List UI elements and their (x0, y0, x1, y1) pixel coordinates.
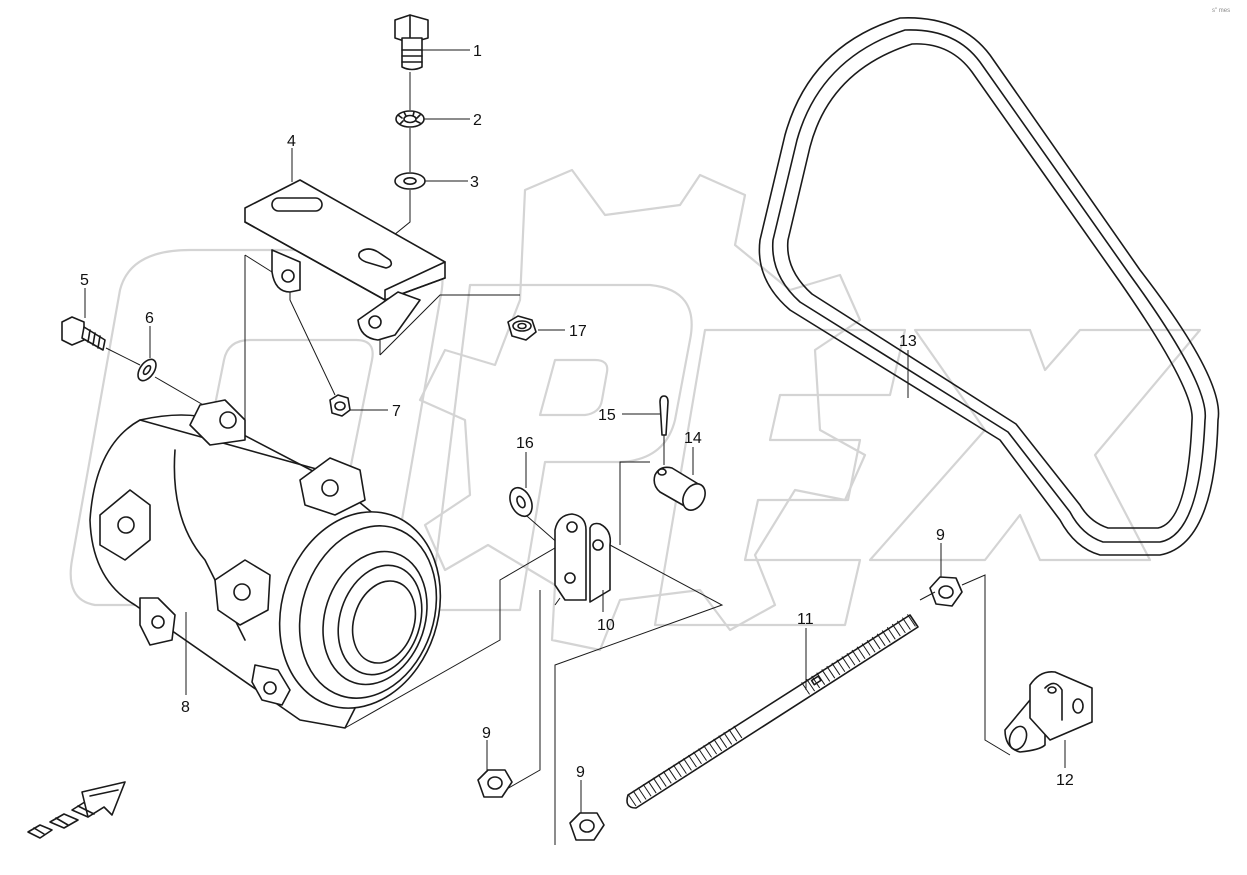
flat-washer-top (394, 172, 426, 190)
callout-10: 10 (597, 617, 615, 634)
nut-bracket (329, 394, 351, 417)
callout-leaders (84, 49, 1066, 813)
callout-labels: 1 2 3 4 5 6 7 8 9 9 9 10 11 12 13 14 15 … (80, 43, 1074, 789)
callout-13: 13 (899, 333, 917, 350)
callout-12: 12 (1056, 772, 1074, 789)
adjusting-rod (626, 614, 919, 809)
callout-15: 15 (598, 407, 616, 424)
nut-rod-end (569, 812, 605, 841)
callout-5: 5 (80, 272, 89, 289)
callout-8: 8 (181, 699, 190, 716)
watermark-letter-e (653, 328, 907, 627)
callout-4: 4 (287, 133, 296, 150)
callout-9-clevis: 9 (482, 725, 491, 742)
bolt-top (394, 14, 429, 71)
callout-1: 1 (473, 43, 482, 60)
ac-compressor (89, 399, 561, 729)
nut-17 (507, 315, 537, 341)
callout-9-rod-end: 9 (576, 764, 585, 781)
watermark-gear (418, 168, 867, 652)
washer-side (137, 358, 157, 382)
clevis-pin (653, 466, 706, 511)
callout-6: 6 (145, 310, 154, 327)
direction-arrow (27, 781, 126, 839)
drive-belt (758, 17, 1220, 556)
callout-2: 2 (473, 112, 482, 129)
callout-11: 11 (797, 611, 814, 628)
watermark-letter-x (868, 328, 1202, 562)
cotter-pin (659, 395, 669, 465)
callout-16: 16 (516, 435, 534, 452)
nut-clevis (477, 769, 513, 798)
lock-washer-top (395, 110, 425, 128)
corner-mark: s" mes (1212, 8, 1230, 14)
callout-14: 14 (684, 430, 702, 447)
callout-9-rod-top: 9 (936, 527, 945, 544)
washer-16 (509, 486, 533, 518)
callout-17: 17 (569, 323, 587, 340)
callout-3: 3 (470, 174, 479, 191)
bolt-side (61, 316, 106, 351)
callout-7: 7 (392, 403, 401, 420)
nut-rod-top (929, 576, 963, 607)
clevis-bracket (504, 461, 724, 845)
mounting-bracket (244, 179, 520, 425)
rod-end-clevis (1004, 670, 1093, 753)
